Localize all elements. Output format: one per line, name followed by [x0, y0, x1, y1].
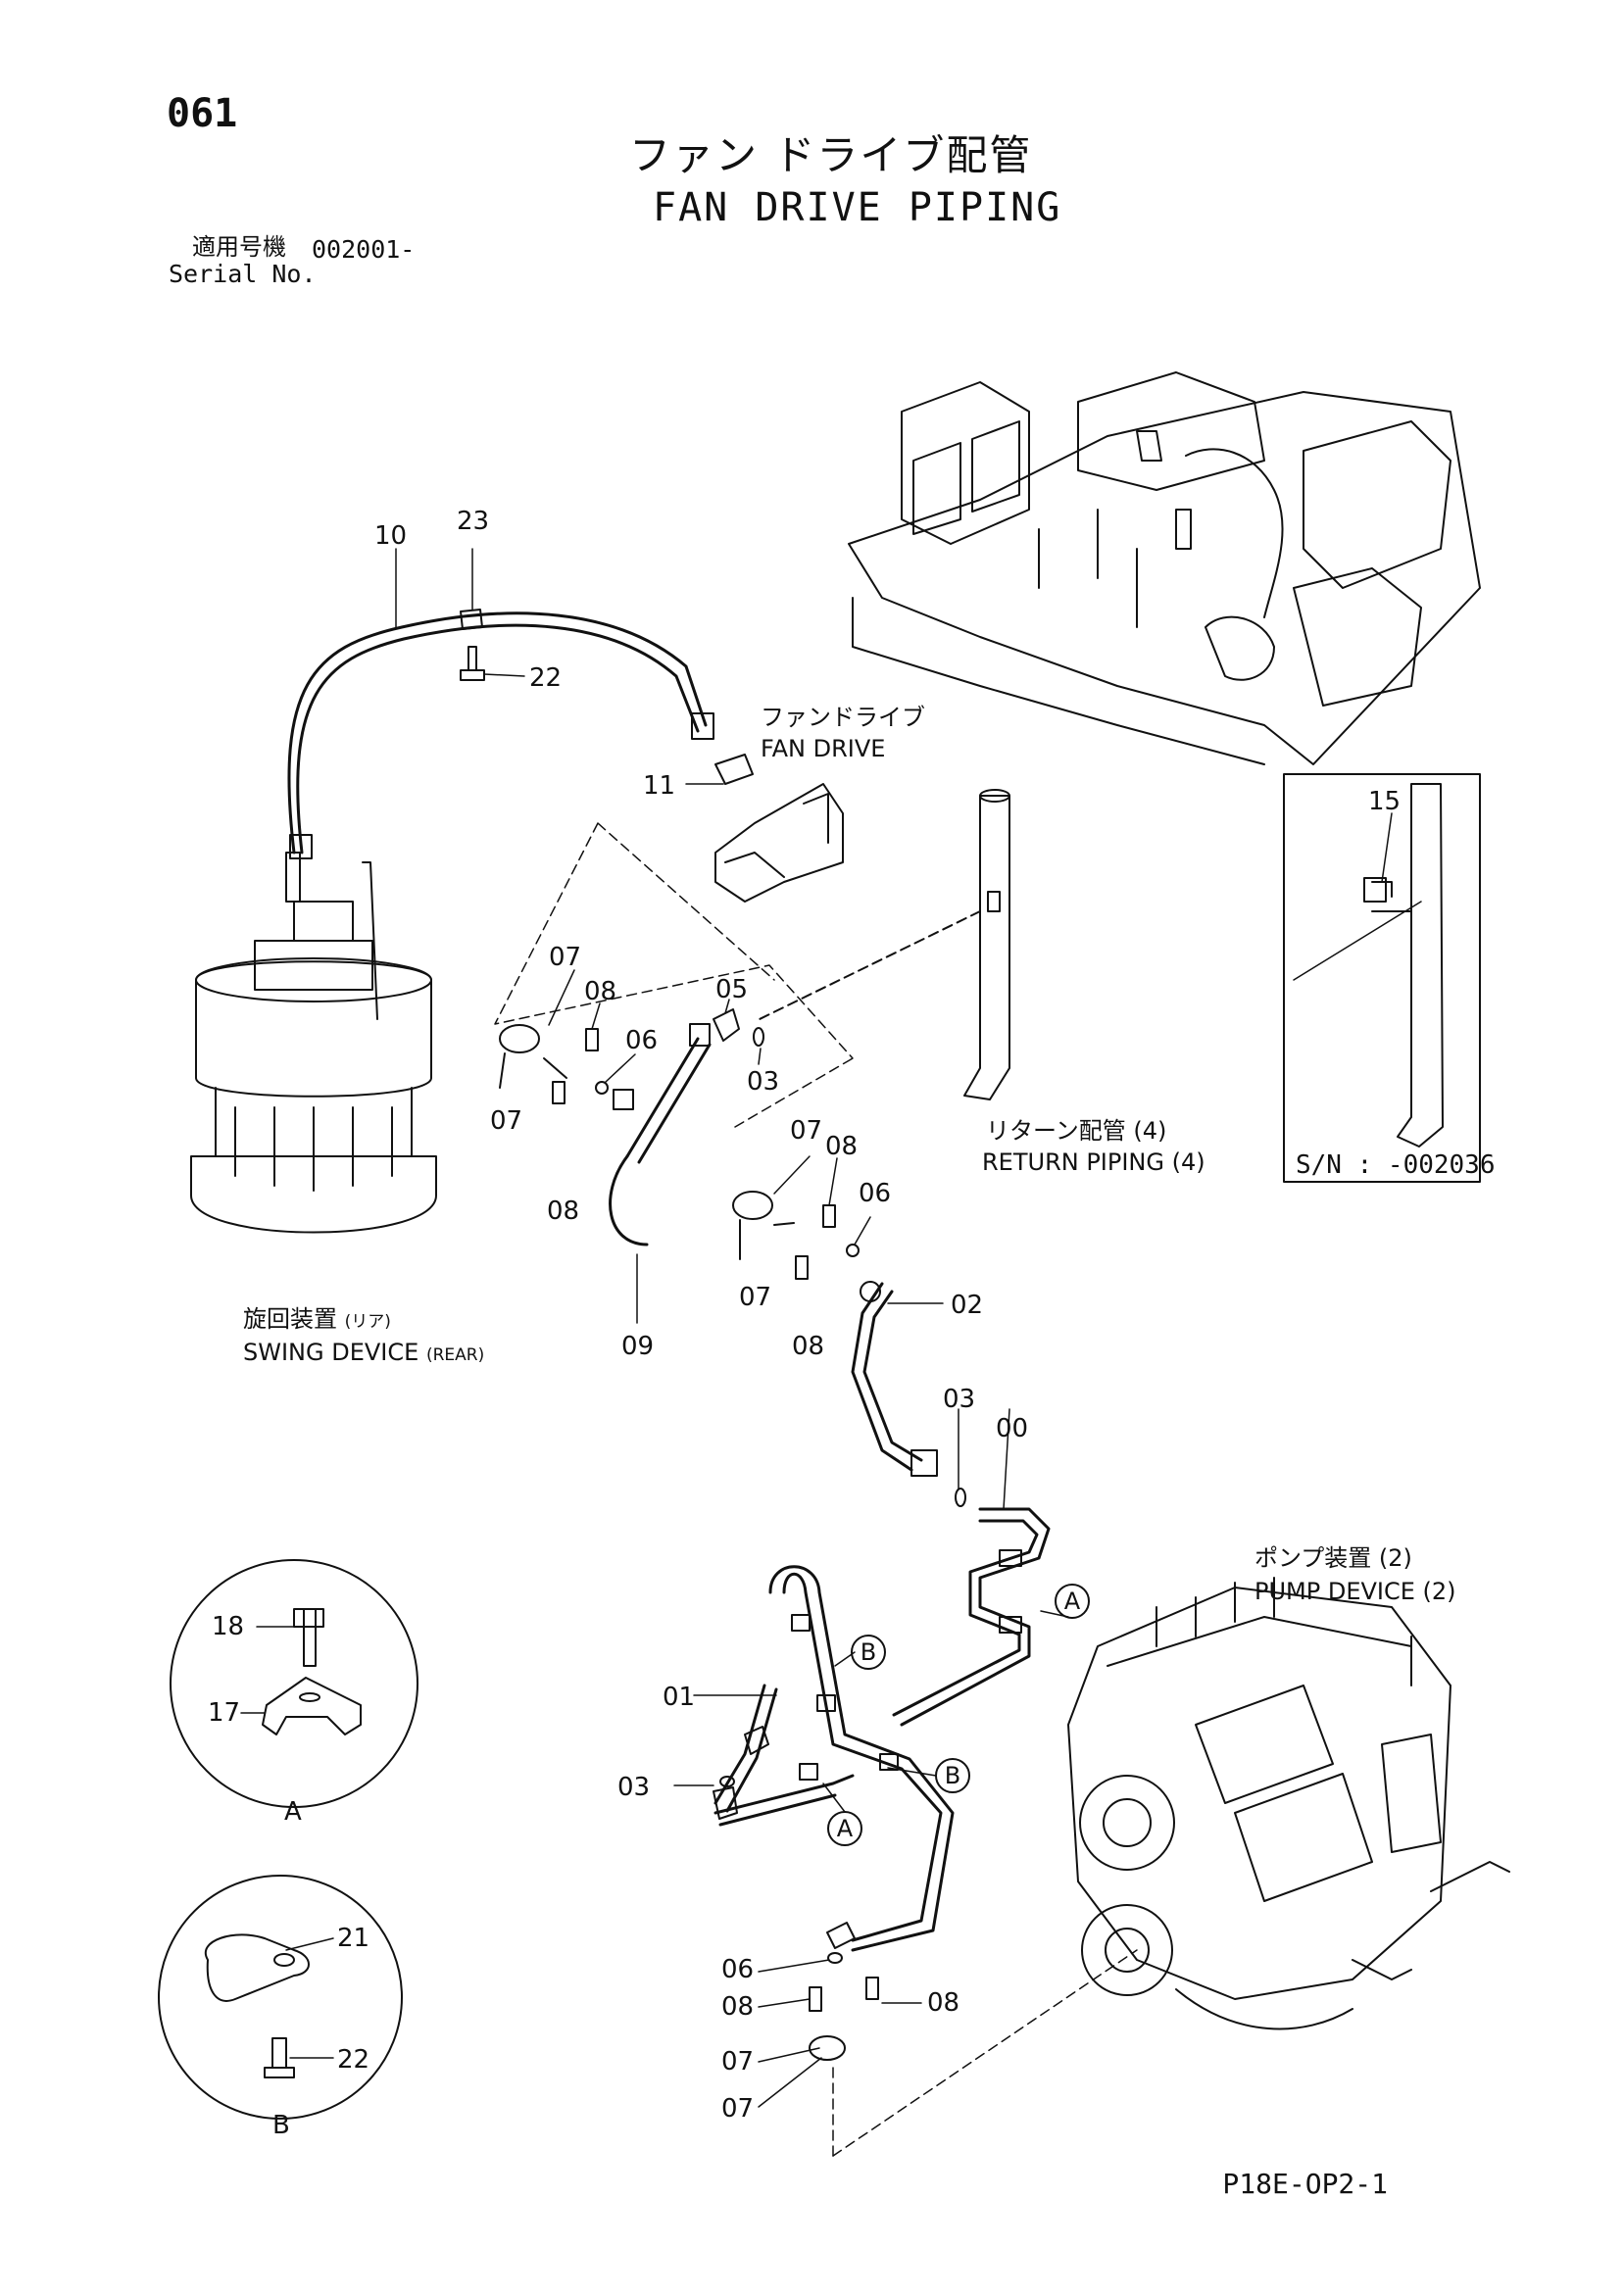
- return-pipe-illustration: [759, 789, 1010, 1100]
- pump-device-caption-jp: ポンプ装置 (2): [1254, 1544, 1412, 1572]
- serial-label-jp: 適用号機: [192, 233, 286, 261]
- clamp-23: [460, 609, 483, 630]
- part-label: 03: [617, 1773, 650, 1802]
- part-label: 08: [547, 1197, 579, 1226]
- machine-overview-illustration: [848, 371, 1481, 765]
- part-label: 18: [212, 1612, 244, 1641]
- drawing-code: P18E-OP2-1: [1222, 2168, 1388, 2200]
- elbow-05: [713, 1008, 740, 1042]
- callout-b-upper: [851, 1635, 886, 1670]
- part-label: 06: [625, 1026, 658, 1055]
- detail-a-label: A: [284, 1797, 302, 1827]
- part-label: 07: [549, 943, 581, 972]
- part-label: 15: [1368, 787, 1401, 816]
- serial-label-en: Serial No.: [169, 260, 317, 288]
- flange-group-bottom: [809, 1922, 1138, 2157]
- part-label: 08: [792, 1332, 824, 1361]
- callout-a-upper: [1055, 1584, 1090, 1619]
- serial-range-box-label: S/N : -002036: [1296, 1150, 1496, 1180]
- flange-group-left: [499, 1024, 609, 1104]
- pump-device-illustration: [1067, 1577, 1510, 2030]
- part-label: 23: [457, 507, 489, 536]
- serial-range-inset-box: [1283, 773, 1481, 1183]
- swing-device-jp-text: 旋回装置: [243, 1305, 337, 1333]
- callout-a-upper-letter: A: [1064, 1588, 1081, 1615]
- swing-device-illustration: [190, 852, 437, 1234]
- part-label: 06: [859, 1179, 891, 1208]
- part-label: 10: [374, 521, 407, 551]
- o-ring-03: [753, 1027, 764, 1047]
- part-number-labels: 10 23 22 11 07 08 06 05 03 07 08 09 07 0…: [208, 507, 1401, 2124]
- serial-value: 002001-: [312, 235, 416, 264]
- part-label: 01: [663, 1683, 695, 1712]
- part-label: 07: [739, 1283, 771, 1312]
- part-label: 02: [951, 1291, 983, 1320]
- part-label: 09: [621, 1332, 654, 1361]
- fan-drive-motor: [714, 754, 844, 903]
- callout-b-lower-letter: B: [945, 1762, 960, 1789]
- return-piping-caption-jp: リターン配管 (4): [986, 1117, 1167, 1145]
- fan-drive-caption-jp: ファンドライブ: [761, 704, 925, 731]
- part-label: 07: [721, 2047, 754, 2076]
- part-leader-lines: [240, 548, 1393, 2108]
- inset-return-pipe: [1293, 783, 1444, 1148]
- page-number: 061: [167, 91, 238, 136]
- swing-device-jp-note: (リア): [344, 1312, 391, 1332]
- part-label: 08: [927, 1988, 959, 2018]
- swing-device-caption-en: SWING DEVICE (REAR): [243, 1341, 484, 1364]
- swing-device-en-text: SWING DEVICE: [243, 1339, 419, 1366]
- flange-group-right: [732, 1057, 860, 1280]
- part-label: 05: [715, 975, 748, 1004]
- bolt-22-top: [460, 646, 485, 681]
- detail-b-circle: [158, 1875, 403, 2120]
- callout-b-upper-letter: B: [861, 1638, 876, 1666]
- part-label: 08: [825, 1132, 858, 1161]
- part-label: 06: [721, 1955, 754, 1984]
- part-label: 21: [337, 1924, 369, 1953]
- return-piping-caption-en: RETURN PIPING (4): [982, 1148, 1205, 1176]
- part-label: 17: [208, 1698, 240, 1728]
- fan-drive-leader-outline: [494, 822, 854, 1059]
- page-title-jp: ファン ドライブ配管: [629, 131, 1033, 179]
- part-label: 00: [996, 1414, 1028, 1443]
- part-label: 22: [529, 663, 562, 693]
- part-label: 08: [584, 977, 616, 1006]
- part-label: 22: [337, 2045, 369, 2075]
- page-title-en: FAN DRIVE PIPING: [653, 185, 1062, 230]
- part-label: 07: [790, 1116, 822, 1146]
- hose-10: [287, 611, 714, 859]
- part-label: 11: [643, 771, 675, 801]
- part-label: 03: [943, 1385, 975, 1414]
- callout-a-lower-letter: A: [837, 1815, 854, 1842]
- hose-09: [609, 1023, 712, 1324]
- swing-device-en-note: (REAR): [425, 1345, 485, 1365]
- part-label: 03: [747, 1067, 779, 1097]
- pipe-01: [713, 1565, 955, 1952]
- part-label: 08: [721, 1992, 754, 2022]
- pipe-02: [851, 1281, 938, 1477]
- part-label: 07: [721, 2094, 754, 2124]
- detail-a-circle: [170, 1559, 418, 1808]
- swing-device-caption-jp: 旋回装置 (リア): [243, 1307, 391, 1331]
- pump-device-caption-en: PUMP DEVICE (2): [1254, 1578, 1456, 1605]
- fan-drive-caption-en: FAN DRIVE: [761, 735, 886, 762]
- pipe-00: [892, 1488, 1051, 1727]
- part-label: 07: [490, 1106, 522, 1136]
